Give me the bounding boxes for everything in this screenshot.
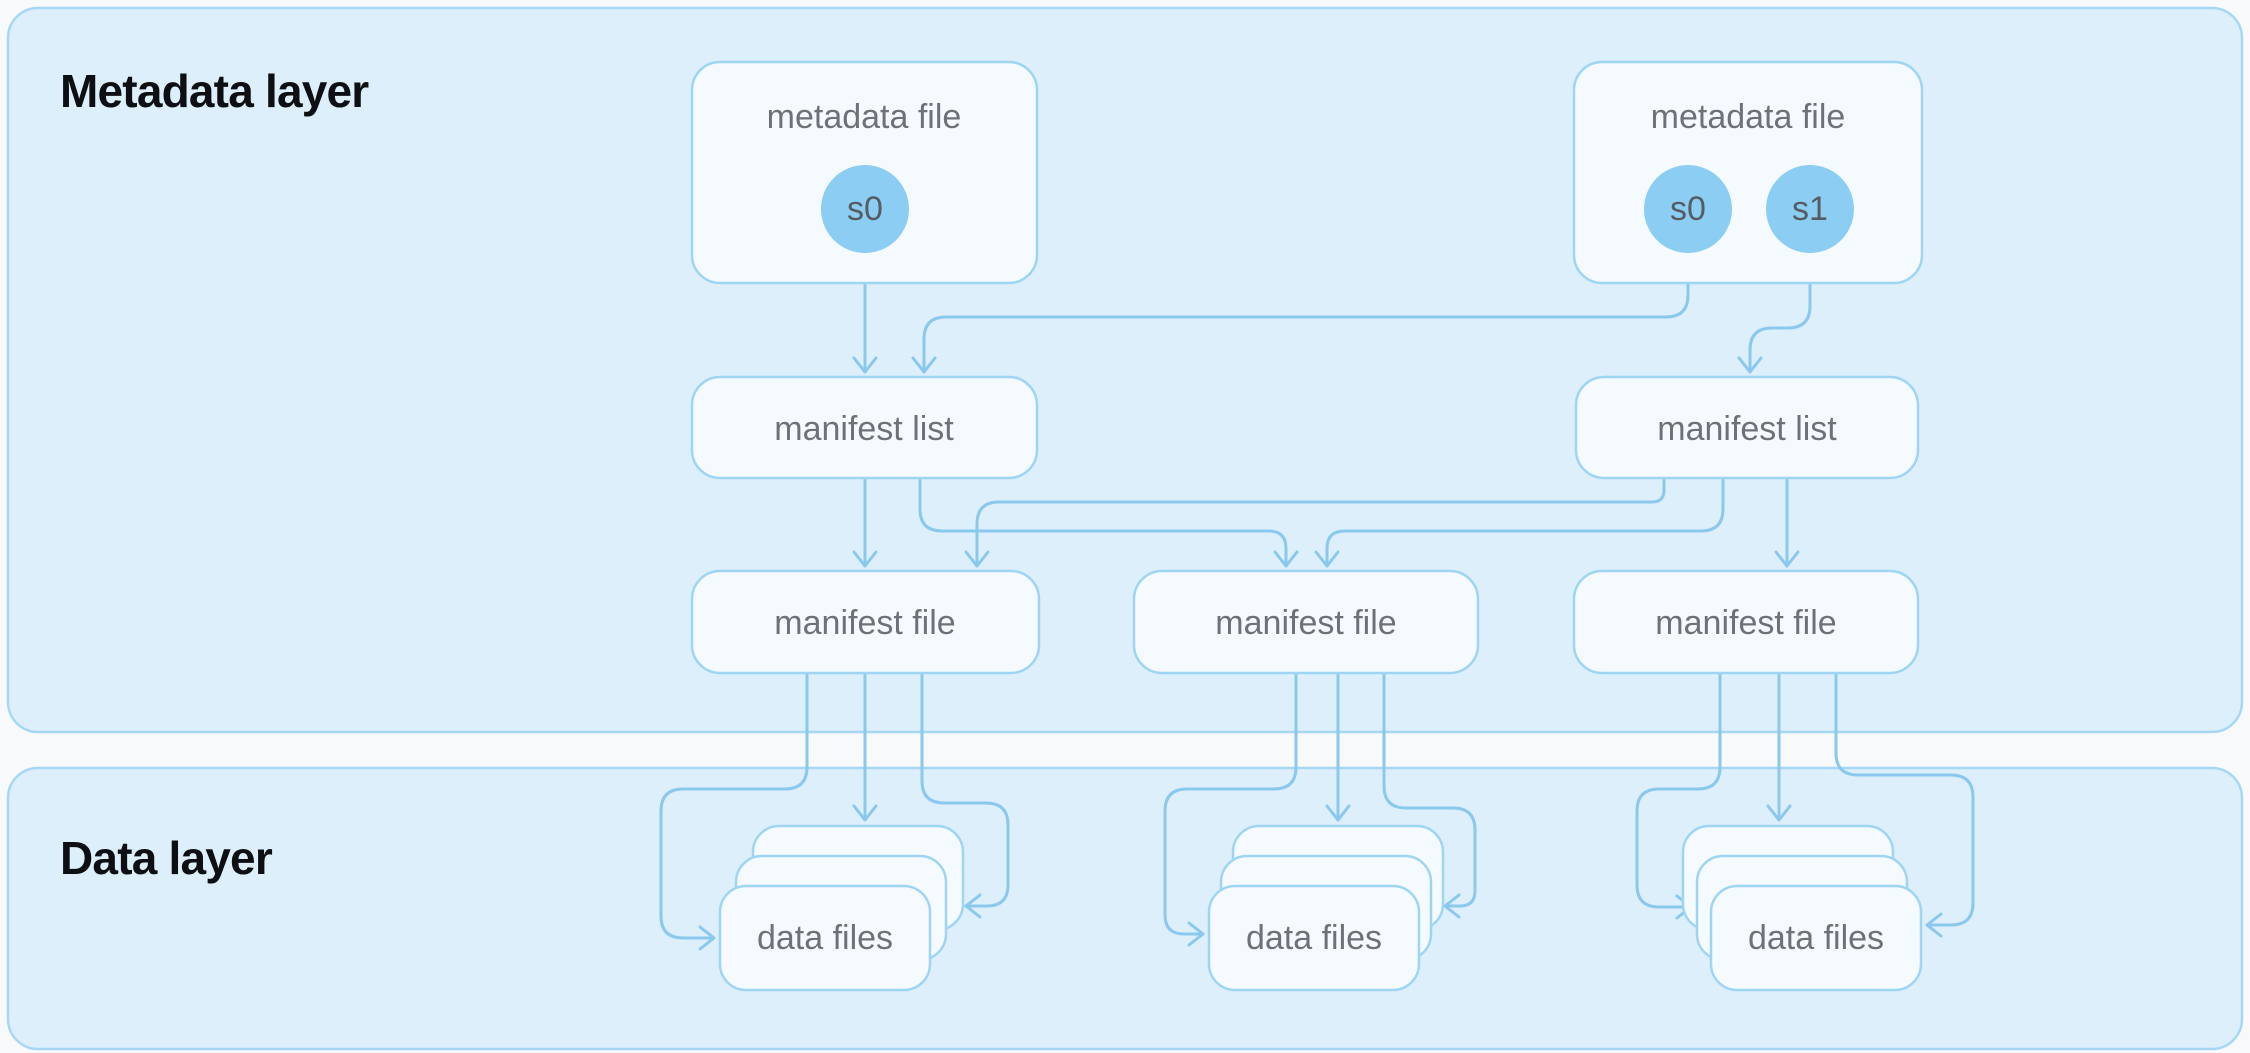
- manifest-list-2-to-manifest-file-1-arrowhead-icon: [964, 550, 990, 568]
- metadata-file-2-s0-to-manifest-list-1-arrowhead-icon: [911, 356, 937, 374]
- data-layer-title: Data layer: [60, 832, 273, 884]
- manifest-file-1-to-data-files-1-left-connector: [659, 671, 809, 940]
- data-files-1-box-front: [718, 884, 932, 992]
- manifest-list-2-to-manifest-file-2-arrowhead-icon: [1314, 550, 1340, 568]
- metadata-file-1-label: metadata file: [767, 98, 962, 136]
- data-layer-container: [6, 766, 2244, 1051]
- manifest-file-1-label: manifest file: [774, 604, 955, 642]
- manifest-list-1-to-manifest-file-1-arrowhead-icon: [852, 550, 878, 568]
- metadata-file-1-snapshot-s0-label: s0: [847, 190, 883, 228]
- manifest-file-1-to-data-files-1-center-arrowhead-icon: [852, 804, 878, 822]
- metadata-file-2-snapshot-s0-label: s0: [1670, 190, 1706, 228]
- manifest-file-3-to-data-files-3-right-arrowhead-icon: [1925, 912, 1943, 938]
- manifest-file-2-box: [1132, 569, 1480, 675]
- manifest-file-2-to-data-files-2-center-arrowhead-icon: [1325, 804, 1351, 822]
- metadata-file-2-s1-to-manifest-list-2-connector: [1748, 251, 1812, 374]
- metadata-layer-title: Metadata layer: [60, 65, 369, 117]
- manifest-file-3-to-data-files-3-right-connector: [1834, 671, 1975, 927]
- data-files-1-label: data files: [757, 919, 893, 957]
- metadata-file-2-s0-to-manifest-list-1-connector: [922, 251, 1690, 374]
- manifest-list-1-to-manifest-file-2-connector: [918, 476, 1288, 568]
- manifest-list-1-box: [690, 375, 1039, 480]
- manifest-file-2-to-data-files-2-left-connector: [1163, 671, 1298, 936]
- metadata-file-1-s0-to-manifest-list-1-arrowhead-icon: [852, 356, 878, 374]
- manifest-file-1-to-data-files-1-left-arrowhead-icon: [698, 925, 716, 951]
- manifest-list-2-box: [1574, 375, 1920, 480]
- manifest-file-3-to-data-files-3-left-connector: [1635, 671, 1722, 909]
- metadata-file-2-snapshot-s1-label: s1: [1792, 190, 1828, 228]
- manifest-file-3-label: manifest file: [1655, 604, 1836, 642]
- manifest-file-3-to-data-files-3-center-arrowhead-icon: [1766, 804, 1792, 822]
- manifest-list-2-label: manifest list: [1657, 410, 1837, 448]
- metadata-file-2-snapshot-s1-circle: [1766, 165, 1854, 253]
- manifest-file-1-to-data-files-1-right-arrowhead-icon: [964, 893, 982, 919]
- manifest-file-3-box: [1572, 569, 1920, 675]
- data-files-3-label: data files: [1748, 919, 1884, 957]
- metadata-file-2-snapshot-s0-circle: [1644, 165, 1732, 253]
- metadata-file-2-s1-to-manifest-list-2-arrowhead-icon: [1737, 356, 1763, 374]
- manifest-list-2-to-manifest-file-3-arrowhead-icon: [1774, 550, 1800, 568]
- manifest-list-2-to-manifest-file-1-connector: [975, 476, 1666, 568]
- metadata-file-2-label: metadata file: [1651, 98, 1846, 136]
- data-files-2-box-front: [1207, 884, 1421, 992]
- data-files-2-label: data files: [1246, 919, 1382, 957]
- manifest-list-2-to-manifest-file-2-connector: [1325, 476, 1725, 568]
- manifest-list-1-label: manifest list: [774, 410, 954, 448]
- manifest-list-1-to-manifest-file-2-arrowhead-icon: [1273, 550, 1299, 568]
- manifest-file-2-label: manifest file: [1215, 604, 1396, 642]
- manifest-file-1-to-data-files-1-right-connector: [920, 671, 1010, 908]
- manifest-file-1-box: [690, 569, 1041, 675]
- metadata-file-2-box: [1572, 60, 1924, 285]
- manifest-file-2-to-data-files-2-right-arrowhead-icon: [1443, 893, 1461, 919]
- manifest-file-2-to-data-files-2-left-arrowhead-icon: [1187, 921, 1205, 947]
- metadata-file-1-snapshot-s0-circle: [821, 165, 909, 253]
- data-files-3-box-front: [1709, 884, 1923, 992]
- manifest-file-2-to-data-files-2-right-connector: [1382, 671, 1477, 908]
